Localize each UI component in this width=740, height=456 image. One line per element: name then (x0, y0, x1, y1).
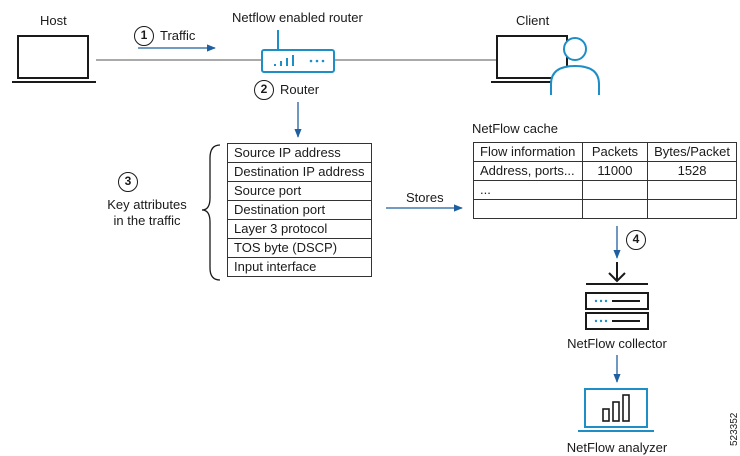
cache-title: NetFlow cache (472, 121, 558, 136)
figure-id: 523352 (729, 412, 740, 446)
cache-cell: Address, ports... (473, 161, 583, 181)
key-attribute-cell: Source port (227, 181, 372, 201)
collector-label: NetFlow collector (567, 336, 667, 351)
key-attribute-cell: TOS byte (DSCP) (227, 238, 372, 258)
key-attribute-cell: Destination port (227, 200, 372, 220)
key-attribute-cell: Input interface (227, 257, 372, 277)
cache-cell: ... (473, 180, 583, 200)
cache-row (473, 199, 737, 219)
host-label: Host (40, 13, 67, 28)
key-attribute-cell: Layer 3 protocol (227, 219, 372, 239)
step-3-badge: 3 (118, 172, 138, 192)
cache-header-bytes: Bytes/Packet (647, 142, 737, 162)
step-1-badge: 1 (134, 26, 154, 46)
key-attribute-row: Destination port (227, 200, 372, 220)
key-attribute-row: TOS byte (DSCP) (227, 238, 372, 258)
collector-icon (585, 262, 649, 330)
cache-header-packets: Packets (581, 142, 649, 162)
cache-cell: 11000 (581, 161, 649, 181)
stores-label: Stores (406, 190, 444, 205)
step-4-badge: 4 (626, 230, 646, 250)
user-icon (550, 37, 600, 95)
client-label: Client (516, 13, 550, 28)
step-1-label: Traffic (160, 28, 196, 43)
analyzer-label: NetFlow analyzer (566, 440, 668, 455)
router-icon (261, 30, 335, 73)
attributes-brace (201, 144, 221, 281)
netflow-cache-table: Flow information Packets Bytes/Packet Ad… (473, 142, 737, 219)
cache-header-flow: Flow information (473, 142, 583, 162)
cache-cell (581, 180, 649, 200)
key-attribute-row: Destination IP address (227, 162, 372, 182)
key-attribute-row: Input interface (227, 257, 372, 277)
key-attribute-cell: Destination IP address (227, 162, 372, 182)
cache-cell (473, 199, 583, 219)
cache-cell (581, 199, 649, 219)
cache-cell (647, 180, 737, 200)
cache-cell: 1528 (647, 161, 737, 181)
key-attribute-cell: Source IP address (227, 143, 372, 163)
step-3-label-line2: in the traffic (113, 213, 181, 228)
key-attribute-row: Source port (227, 181, 372, 201)
key-attribute-row: Source IP address (227, 143, 372, 163)
cache-header-row: Flow information Packets Bytes/Packet (473, 142, 737, 162)
step-2-badge: 2 (254, 80, 274, 100)
analyzer-icon (578, 388, 654, 432)
cache-cell (647, 199, 737, 219)
step-2-label: Router (280, 82, 320, 97)
step-3-label-line1: Key attributes (107, 197, 187, 212)
router-title: Netflow enabled router (232, 10, 363, 25)
cache-row: ... (473, 180, 737, 200)
host-laptop-icon (12, 35, 96, 83)
key-attribute-row: Layer 3 protocol (227, 219, 372, 239)
